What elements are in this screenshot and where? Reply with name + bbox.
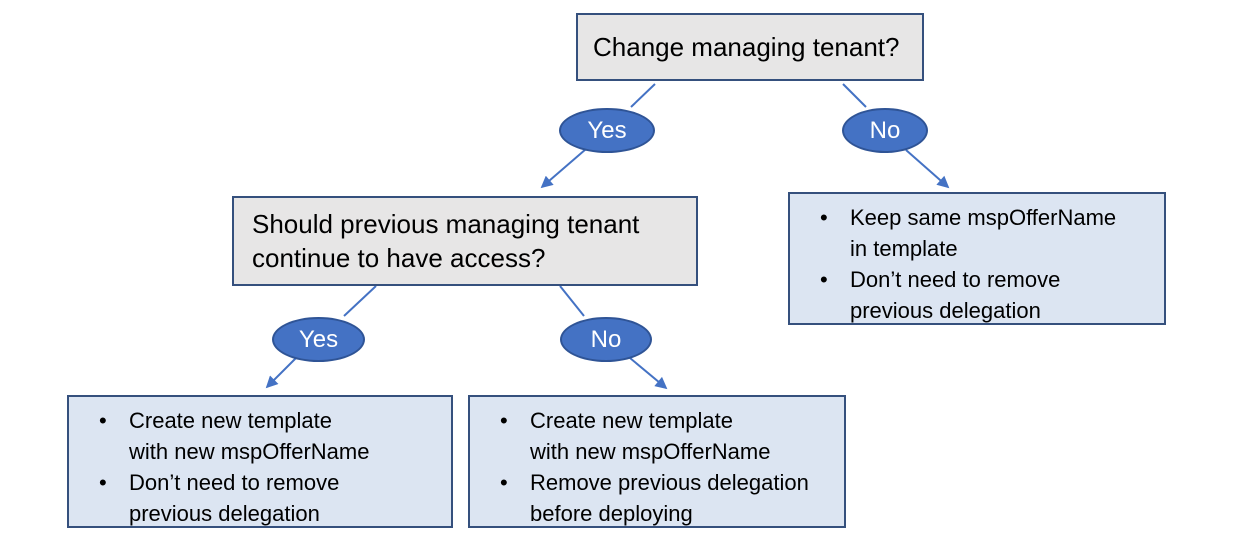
outcome-new-template-remove-delegation-list: Create new template with new mspOfferNam… <box>470 397 844 529</box>
branch-q2-no: No <box>560 317 652 362</box>
branch-q1-no-label: No <box>869 116 901 144</box>
question-change-managing-tenant: Change managing tenant? <box>576 13 924 81</box>
question-change-managing-tenant-label: Change managing tenant? <box>593 32 900 62</box>
connector-yes2-to-outcome <box>265 357 297 389</box>
outcome-item: Keep same mspOfferName in template <box>820 202 1158 264</box>
question-previous-tenant-access-label: Should previous managing tenant continue… <box>252 209 640 273</box>
branch-q1-no: No <box>842 108 928 153</box>
outcome-item: Create new template with new mspOfferNam… <box>99 405 445 467</box>
branch-q2-no-label: No <box>590 325 622 353</box>
question-previous-tenant-access: Should previous managing tenant continue… <box>232 196 698 286</box>
connector-q1-to-yes1 <box>630 83 656 108</box>
branch-q2-yes: Yes <box>272 317 365 362</box>
outcome-new-template-keep-delegation: Create new template with new mspOfferNam… <box>67 395 453 528</box>
branch-q1-yes: Yes <box>559 108 655 153</box>
outcome-keep-same-mspoffername: Keep same mspOfferName in template Don’t… <box>788 192 1166 325</box>
connector-no2-to-outcome <box>629 357 668 390</box>
connector-q2-to-yes2 <box>343 285 377 317</box>
branch-q2-yes-label: Yes <box>298 325 339 353</box>
outcome-item: Don’t need to remove previous delegation <box>820 264 1158 326</box>
connector-yes1-to-q2 <box>540 148 587 189</box>
branch-q1-yes-label: Yes <box>587 116 627 144</box>
connector-no1-to-outcome <box>905 149 950 189</box>
outcome-keep-same-mspoffername-list: Keep same mspOfferName in template Don’t… <box>790 194 1164 326</box>
connector-q2-to-no2 <box>559 285 585 317</box>
outcome-item: Don’t need to remove previous delegation <box>99 467 445 529</box>
outcome-item: Create new template with new mspOfferNam… <box>500 405 838 467</box>
connector-q1-to-no1 <box>842 83 867 108</box>
outcome-new-template-keep-delegation-list: Create new template with new mspOfferNam… <box>69 397 451 529</box>
outcome-new-template-remove-delegation: Create new template with new mspOfferNam… <box>468 395 846 528</box>
outcome-item: Remove previous delegation before deploy… <box>500 467 838 529</box>
